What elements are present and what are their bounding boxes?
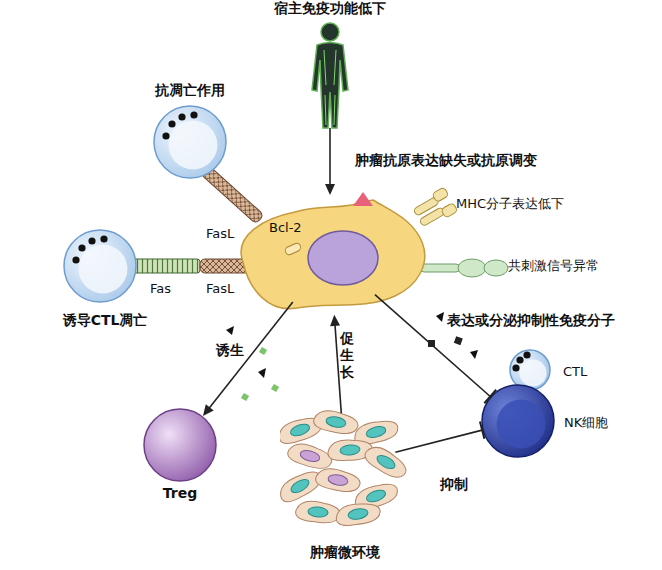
tumor-nucleus: [308, 231, 378, 285]
granule: [190, 111, 197, 118]
fasl-chain: [201, 166, 264, 224]
granule: [168, 120, 175, 127]
granule: [512, 364, 519, 371]
molecule-symbols: [226, 312, 478, 401]
node-label: 肿瘤微环境: [280, 544, 410, 561]
node-label: CTL: [563, 364, 613, 380]
cell-node: 诱导CTL凋亡: [45, 228, 165, 338]
granule: [78, 244, 85, 251]
cell-nucleus: [519, 359, 546, 386]
connector: [203, 302, 293, 416]
figure-body: [312, 43, 348, 129]
cell-node: 宿主免疫功能低下: [265, 0, 395, 130]
arrow-head: [330, 315, 340, 326]
human-figure: [265, 0, 395, 130]
figure-head: [321, 23, 339, 41]
part-label: MHC分子表达低下: [456, 196, 596, 212]
fas-receptor: [132, 259, 200, 273]
granule: [88, 237, 95, 244]
tumor-antigen: [353, 192, 373, 206]
granule: [516, 356, 523, 363]
cell-node: 肿瘤微环境: [280, 410, 410, 565]
figure-highlight: [324, 50, 336, 125]
cell-node: 抗凋亡作用: [140, 82, 240, 182]
costimulatory-receptor: [420, 259, 508, 277]
part-label: FasL: [206, 281, 256, 297]
stromal-cell: [280, 466, 324, 506]
edge-label: 诱生: [216, 342, 256, 359]
connector: [375, 295, 496, 404]
inhibition-bar: [480, 421, 484, 438]
arrow-head: [203, 404, 214, 416]
cell-nucleus: [169, 121, 218, 170]
connector-line: [329, 128, 331, 187]
cell-body: [154, 106, 226, 178]
microenvironment-cluster: [280, 410, 410, 535]
part-label: FasL: [206, 226, 256, 242]
cell-body: [482, 385, 554, 457]
part-label: Fas: [150, 281, 190, 297]
edge-label: 促生长: [340, 330, 356, 380]
inhibition-bar: [484, 390, 496, 403]
edge-label: 表达或分泌抑制性免疫分子: [447, 312, 637, 329]
cell-body: [64, 230, 136, 302]
stromal-cell: [362, 442, 410, 482]
tumor-body: [241, 200, 425, 309]
granule: [72, 256, 79, 263]
connector: [330, 315, 341, 413]
edge-label: 肿瘤抗原表达缺失或抗原调变: [355, 152, 555, 169]
arrow-head: [325, 184, 335, 195]
stromal-cell: [286, 440, 334, 471]
connector-line: [375, 295, 490, 397]
connector-line: [208, 302, 293, 410]
bcl2-organelle: [284, 242, 302, 256]
node-label: 抗凋亡作用: [140, 82, 240, 99]
stromal-cell: [295, 500, 341, 524]
cell-node: NK细胞: [480, 383, 630, 461]
connector-line: [395, 430, 482, 452]
granule: [523, 351, 530, 358]
cell-body: [510, 350, 550, 390]
stromal-cell: [312, 410, 359, 436]
cell-node: Treg: [135, 405, 225, 505]
tumor-cell-shape: [225, 190, 430, 315]
part-label: 共刺激信号异常: [508, 258, 628, 274]
granule: [178, 113, 185, 120]
cell-body: [144, 409, 216, 481]
connector: [395, 421, 484, 452]
mhc-molecule: [411, 187, 458, 230]
edge-label: 抑制: [440, 476, 490, 493]
cell-node: Bcl-2: [225, 190, 430, 315]
node-label: 宿主免疫功能低下: [265, 0, 395, 17]
stromal-cell: [314, 466, 361, 494]
cell-nucleus: [497, 400, 546, 449]
node-label: 诱导CTL凋亡: [45, 312, 165, 329]
granule: [100, 235, 107, 242]
stromal-cell: [334, 500, 381, 528]
node-label: Bcl-2: [269, 220, 319, 236]
cell-nucleus: [79, 245, 128, 294]
node-label: Treg: [135, 485, 225, 502]
granule: [162, 132, 169, 139]
node-label: NK细胞: [564, 415, 628, 431]
connector: [325, 128, 335, 195]
